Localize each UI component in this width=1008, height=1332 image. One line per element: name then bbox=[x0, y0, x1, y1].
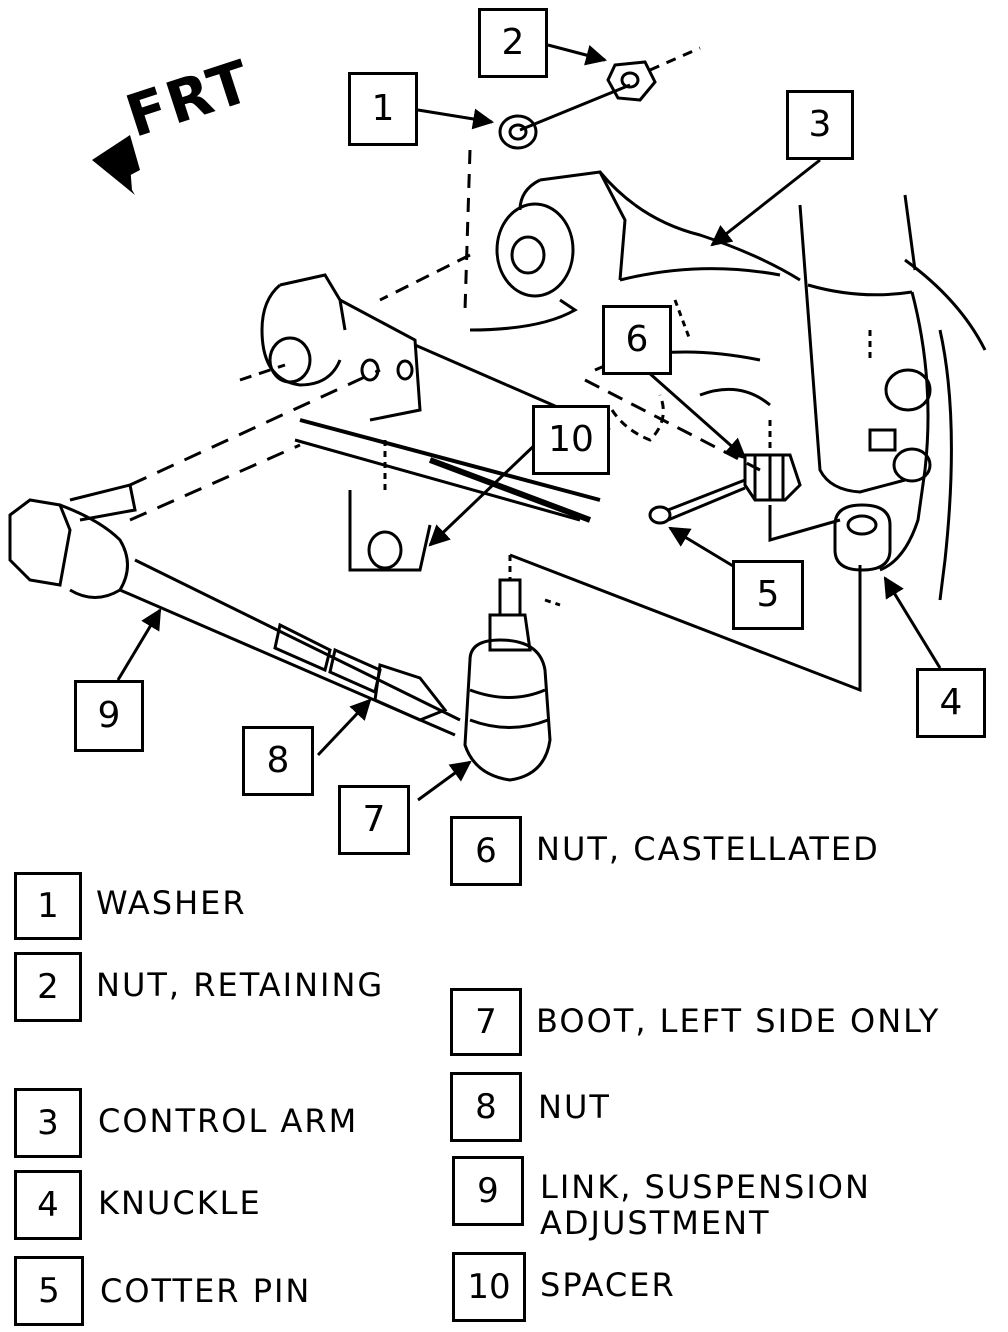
legend-number-7: 7 bbox=[450, 988, 522, 1056]
legend-label-4: KNUCKLE bbox=[98, 1184, 262, 1222]
legend-number-5: 5 bbox=[14, 1256, 84, 1326]
callout-6: 6 bbox=[602, 305, 672, 375]
washer bbox=[498, 114, 538, 150]
castellated-nut bbox=[743, 420, 841, 542]
callout-9: 9 bbox=[74, 680, 144, 752]
legend-label-6: NUT, CASTELLATED bbox=[536, 830, 880, 868]
legend-number-4: 4 bbox=[14, 1170, 82, 1240]
legend-label-8: NUT bbox=[538, 1088, 611, 1126]
legend-label-7: BOOT, LEFT SIDE ONLY bbox=[536, 1002, 941, 1040]
legend-label-1: WASHER bbox=[96, 884, 247, 922]
callout-3: 3 bbox=[786, 90, 854, 160]
callout-1: 1 bbox=[348, 72, 418, 146]
legend-number-9: 9 bbox=[452, 1156, 524, 1226]
leader-arrows bbox=[116, 43, 942, 802]
legend-label-2: NUT, RETAINING bbox=[96, 966, 385, 1004]
callout-8: 8 bbox=[242, 726, 314, 796]
legend-number-2: 2 bbox=[14, 952, 82, 1022]
legend-number-6: 6 bbox=[450, 816, 522, 886]
cotter-pin bbox=[648, 478, 746, 525]
tie-rod-end-boot bbox=[463, 553, 862, 782]
callout-5: 5 bbox=[732, 560, 804, 630]
callout-10: 10 bbox=[532, 405, 610, 475]
legend-label-10: SPACER bbox=[540, 1266, 676, 1304]
legend-number-10: 10 bbox=[452, 1252, 526, 1322]
retaining-nut bbox=[606, 60, 657, 102]
control-arm bbox=[379, 170, 801, 332]
legend-number-8: 8 bbox=[450, 1072, 522, 1142]
strut-assembly bbox=[798, 194, 987, 601]
callout-2: 2 bbox=[478, 8, 548, 78]
callout-7: 7 bbox=[338, 785, 410, 855]
legend-label-3: CONTROL ARM bbox=[98, 1102, 359, 1140]
suspension-link bbox=[8, 363, 461, 737]
legend-number-1: 1 bbox=[14, 872, 82, 940]
bolt-axis-lines bbox=[463, 46, 701, 311]
legend-label-9: LINK, SUSPENSION ADJUSTMENT bbox=[540, 1168, 871, 1242]
callout-4: 4 bbox=[916, 668, 986, 738]
legend-number-3: 3 bbox=[14, 1088, 82, 1158]
lower-bracket bbox=[260, 273, 611, 572]
legend-label-5: COTTER PIN bbox=[100, 1272, 312, 1310]
